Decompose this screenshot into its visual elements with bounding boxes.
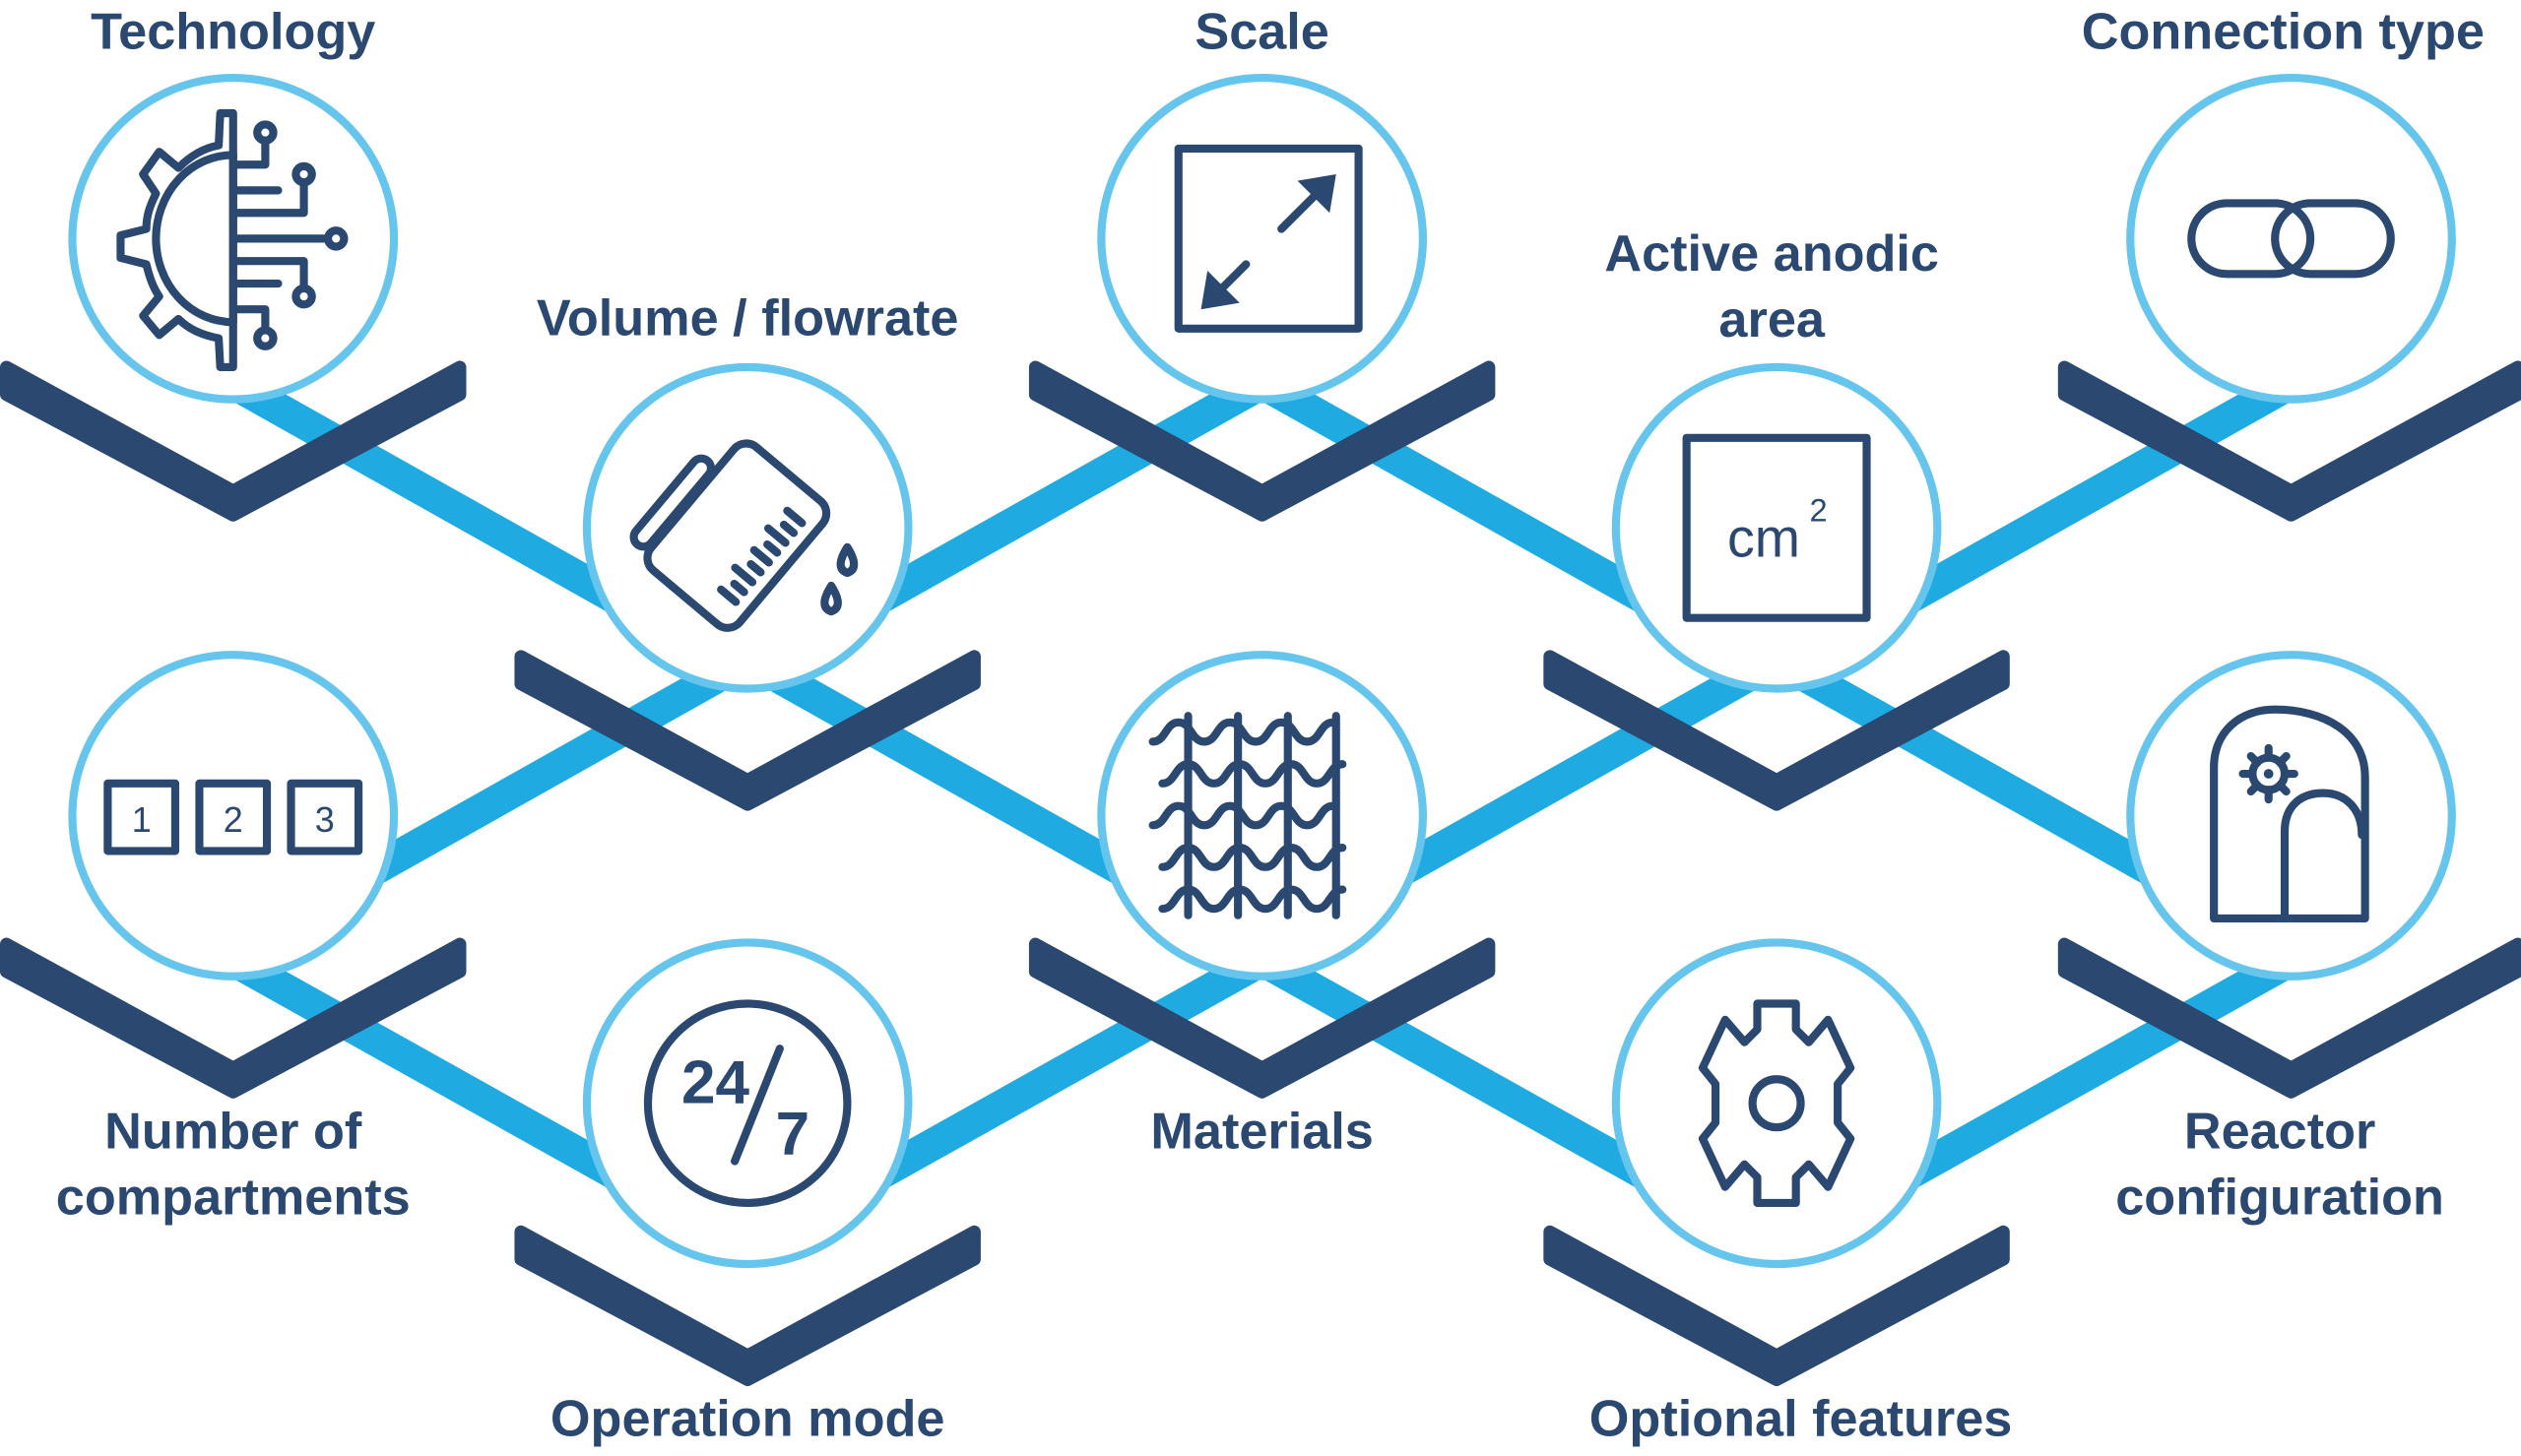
area-square-icon: cm 2	[1682, 433, 1871, 622]
node-materials	[1097, 651, 1427, 981]
node-technology	[68, 74, 399, 404]
node-ring	[1611, 938, 1942, 1269]
resize-arrows-icon	[1174, 144, 1363, 333]
chain-link-icon	[2187, 199, 2395, 279]
node-ring	[1611, 362, 1942, 693]
chevron	[1028, 937, 1496, 1099]
box-number: 2	[224, 799, 243, 840]
node-compartments: 1 2 3	[68, 651, 399, 981]
box-number: 1	[132, 799, 152, 840]
chevron	[1543, 1225, 2010, 1387]
label-materials: Materials	[1150, 1103, 1373, 1160]
chevron	[2057, 360, 2521, 522]
node-ring	[582, 938, 913, 1269]
area-unit-exponent: 2	[1809, 492, 1827, 529]
chevrons	[0, 360, 2521, 1387]
label-reactor-line1: Reactor	[2184, 1103, 2376, 1160]
clock-24-7-icon: 24 7	[643, 999, 852, 1208]
node-ring	[1097, 74, 1427, 404]
node-volume	[582, 362, 913, 693]
node-optional	[1611, 938, 1942, 1269]
label-active-area-line1: Active anodic	[1604, 225, 1939, 283]
chevron	[514, 1225, 981, 1387]
label-reactor-line2: configuration	[2115, 1169, 2444, 1226]
box-number: 3	[315, 799, 335, 840]
chevron	[1543, 650, 2010, 811]
numbered-boxes-icon: 1 2 3	[103, 779, 363, 855]
node-ring	[2126, 74, 2456, 404]
chevron	[2057, 937, 2521, 1099]
node-connection	[2126, 74, 2456, 404]
label-connection: Connection type	[2082, 4, 2485, 61]
chevron	[1028, 360, 1496, 522]
label-compartments-line2: compartments	[56, 1169, 411, 1226]
reactor-arch-icon	[2210, 705, 2369, 923]
labels: Technology Volume / flowrate Scale Activ…	[56, 4, 2485, 1448]
area-unit-text: cm	[1727, 508, 1800, 569]
node-operation: 24 7	[582, 938, 913, 1269]
node-active-area: cm 2	[1611, 362, 1942, 693]
node-scale	[1097, 74, 1427, 404]
label-technology: Technology	[91, 4, 375, 61]
gear-circuit-icon	[116, 108, 349, 372]
chevron	[0, 937, 467, 1099]
label-volume: Volume / flowrate	[537, 289, 959, 347]
chevron	[0, 360, 467, 522]
woven-mesh-icon	[1148, 712, 1347, 919]
label-operation: Operation mode	[550, 1391, 945, 1448]
icon-text-24: 24	[681, 1049, 749, 1117]
chevron	[514, 650, 981, 811]
gear-icon	[1698, 999, 1855, 1208]
node-ring	[68, 651, 399, 981]
node-ring	[1097, 651, 1427, 981]
pouring-beaker-icon	[629, 439, 859, 632]
label-scale: Scale	[1195, 4, 1329, 61]
node-reactor	[2126, 651, 2456, 981]
label-optional: Optional features	[1589, 1391, 2013, 1448]
label-compartments-line1: Number of	[104, 1103, 362, 1160]
label-active-area-line2: area	[1718, 291, 1825, 348]
icon-text-7: 7	[776, 1101, 810, 1169]
